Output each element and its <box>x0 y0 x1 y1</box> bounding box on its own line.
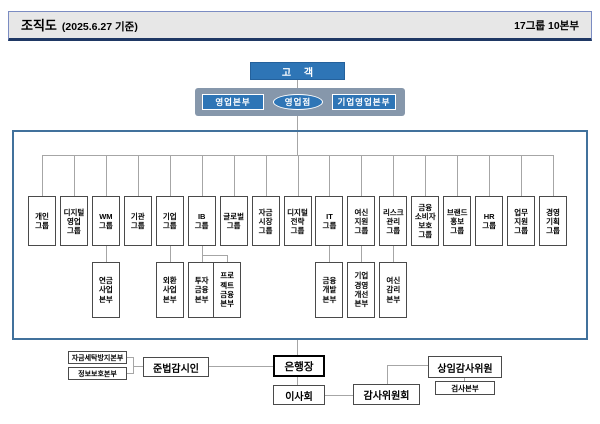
connector-line <box>106 246 107 262</box>
connector-line <box>387 365 428 366</box>
bank-president-box: 은행장 <box>273 355 325 377</box>
org-group-box: 기업 그룹 <box>155 196 184 246</box>
org-division-box: 투자 금융 본부 <box>187 262 216 318</box>
org-group-box: 글로벌 그룹 <box>219 196 248 246</box>
connector-line <box>361 246 362 262</box>
org-group-box: 디지털 영업 그룹 <box>59 196 88 246</box>
connector-line <box>329 155 330 196</box>
org-group-box: IT 그룹 <box>315 196 344 246</box>
as-of-date: (2025.6.27 기준) <box>61 21 138 33</box>
connector-line <box>106 155 107 196</box>
header-bar: 조직도 (2025.6.27 기준) 17그룹 10본부 <box>8 11 592 41</box>
infosec-division-box: 정보보호본부 <box>68 367 127 380</box>
connector-line <box>464 378 465 381</box>
trunk-line <box>297 132 298 155</box>
page-title: 조직도 <box>21 18 57 33</box>
org-division-box: 연금 사업 본부 <box>91 262 120 318</box>
connector-line <box>297 377 298 385</box>
connector-line <box>209 366 273 367</box>
org-group-box: 리스크 관리 그룹 <box>379 196 408 246</box>
org-group-box: IB 그룹 <box>187 196 216 246</box>
header-left: 조직도 (2025.6.27 기준) <box>21 15 138 35</box>
org-group-box: 경영 기획 그룹 <box>539 196 568 246</box>
distribution-rail-line <box>42 155 554 156</box>
org-group-box: 브랜드 홍보 그룹 <box>443 196 472 246</box>
connector-line <box>393 246 394 262</box>
connector-line <box>387 365 388 384</box>
connector-line <box>297 116 298 130</box>
inspection-division-box: 검사본부 <box>435 381 495 395</box>
connector-line <box>138 155 139 196</box>
connector-line <box>361 155 362 196</box>
connector-line <box>325 395 353 396</box>
org-group-box: HR 그룹 <box>475 196 504 246</box>
corporate-sales-division-box: 기업영업본부 <box>332 94 396 110</box>
connector-line <box>74 155 75 196</box>
org-group-box: 자금 시장 그룹 <box>251 196 280 246</box>
connector-line <box>521 155 522 196</box>
branch-ellipse: 영업점 <box>273 94 323 110</box>
connector-line <box>227 255 228 262</box>
connector-line <box>170 155 171 196</box>
connector-line <box>553 155 554 196</box>
org-division-box: 금융 개발 본부 <box>315 262 344 318</box>
connector-line <box>297 340 298 355</box>
customer-box: 고 객 <box>250 62 345 80</box>
standing-auditor-box: 상임감사위원 <box>428 356 502 378</box>
group-count-note: 17그룹 10본부 <box>514 19 579 32</box>
connector-line <box>202 255 228 256</box>
org-group-box: 디지털 전략 그룹 <box>283 196 312 246</box>
org-group-box: WM 그룹 <box>91 196 120 246</box>
connector-line <box>329 246 330 262</box>
connector-line <box>266 155 267 196</box>
connector-line <box>234 155 235 196</box>
org-group-box: 기관 그룹 <box>123 196 152 246</box>
connector-line <box>42 155 43 196</box>
org-division-box: 프로 젝트 금융 본부 <box>213 262 242 318</box>
audit-committee-box: 감사위원회 <box>353 384 420 405</box>
connector-line <box>127 357 133 358</box>
connector-line <box>393 155 394 196</box>
board-of-directors-box: 이사회 <box>273 385 325 405</box>
connector-line <box>457 155 458 196</box>
org-division-box: 외환 사업 본부 <box>155 262 184 318</box>
connector-line <box>298 155 299 196</box>
connector-line <box>127 373 133 374</box>
org-group-box: 개인 그룹 <box>28 196 56 246</box>
sales-division-box: 영업본부 <box>202 94 264 110</box>
org-group-box: 금융 소비자 보호 그룹 <box>411 196 440 246</box>
connector-line <box>133 366 143 367</box>
connector-line <box>202 155 203 196</box>
connector-line <box>202 246 203 255</box>
connector-line <box>133 357 134 374</box>
org-division-box: 여신 감리 본부 <box>379 262 408 318</box>
connector-line <box>170 246 171 262</box>
sales-channel-band: 영업본부 영업점 기업영업본부 <box>195 88 405 116</box>
connector-line <box>425 155 426 196</box>
org-group-box: 여신 지원 그룹 <box>347 196 376 246</box>
org-division-box: 기업 경영 개선 본부 <box>347 262 376 318</box>
org-group-box: 업무 지원 그룹 <box>507 196 536 246</box>
connector-line <box>489 155 490 196</box>
aml-division-box: 자금세탁방지본부 <box>68 351 127 364</box>
compliance-officer-box: 준법감시인 <box>143 357 209 377</box>
connector-line <box>297 80 298 88</box>
